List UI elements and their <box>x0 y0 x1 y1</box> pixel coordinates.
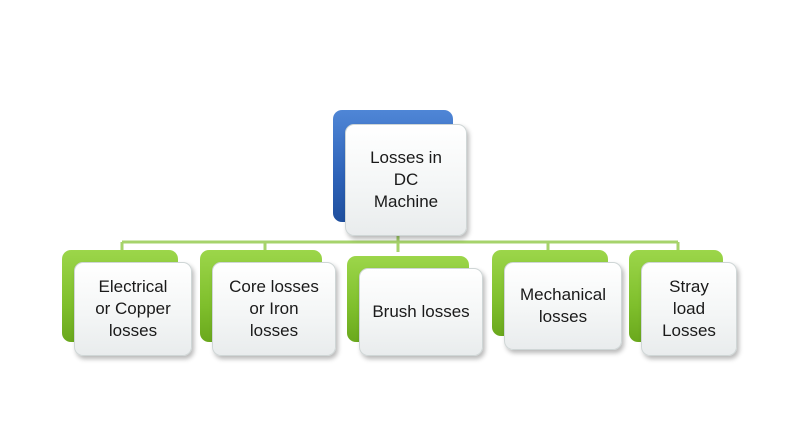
child-node-brush: Brush losses <box>347 256 485 358</box>
child-node-card: Stray load Losses <box>641 262 737 356</box>
child-node-core: Core losses or Iron losses <box>200 250 338 358</box>
child-node-label: Brush losses <box>372 302 470 321</box>
child-node-label: Core losses or Iron losses <box>229 277 319 340</box>
root-node-label: Losses in DC Machine <box>370 148 442 211</box>
child-node-card: Core losses or Iron losses <box>212 262 336 356</box>
child-node-mechanical: Mechanical losses <box>492 250 624 352</box>
root-node: Losses in DC Machine <box>333 110 469 238</box>
child-node-stray: Stray load Losses <box>629 250 739 358</box>
child-node-card: Brush losses <box>359 268 483 356</box>
child-node-electrical: Electrical or Copper losses <box>62 250 194 358</box>
child-node-label: Stray load Losses <box>662 277 716 340</box>
child-node-card: Electrical or Copper losses <box>74 262 192 356</box>
root-node-card: Losses in DC Machine <box>345 124 467 236</box>
child-node-label: Electrical or Copper losses <box>95 277 171 340</box>
child-node-label: Mechanical losses <box>520 285 606 326</box>
child-node-card: Mechanical losses <box>504 262 622 350</box>
